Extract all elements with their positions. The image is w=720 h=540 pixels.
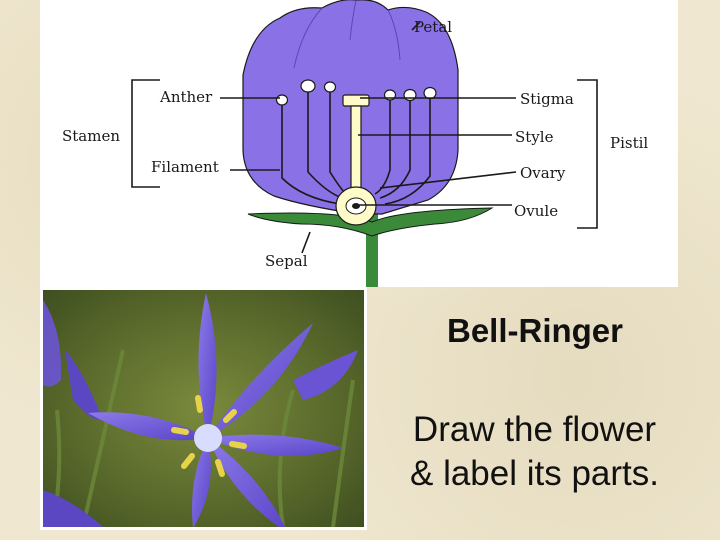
pistil-shape <box>335 94 377 226</box>
flower-diagram: Petal Anther Stamen Filament Stigma Styl… <box>40 0 678 287</box>
flower-photo <box>40 287 367 530</box>
label-sepal: Sepal <box>265 252 308 270</box>
leader-lines <box>220 21 517 254</box>
flower-photo-svg <box>43 290 364 527</box>
instruction-line-1: Draw the flower <box>412 410 657 449</box>
star-flower <box>88 293 343 527</box>
pistil-bracket <box>577 79 598 229</box>
label-style: Style <box>515 128 554 146</box>
stamen-bracket <box>131 79 160 188</box>
label-ovary: Ovary <box>520 164 566 182</box>
label-petal: Petal <box>414 18 452 36</box>
label-filament: Filament <box>151 158 219 176</box>
instruction-line-2: & label its parts. <box>410 454 659 493</box>
label-ovule: Ovule <box>514 202 558 220</box>
flower-diagram-svg: Petal Anther Stamen Filament Stigma Styl… <box>62 0 648 287</box>
petal-folds <box>293 0 401 69</box>
slide-title: Bell-Ringer <box>446 312 624 349</box>
instruction-text: Draw the flower & label its parts. <box>372 408 697 496</box>
label-pistil: Pistil <box>610 134 648 152</box>
label-stigma: Stigma <box>520 90 574 108</box>
label-anther: Anther <box>159 88 213 106</box>
label-stamen: Stamen <box>62 127 120 145</box>
